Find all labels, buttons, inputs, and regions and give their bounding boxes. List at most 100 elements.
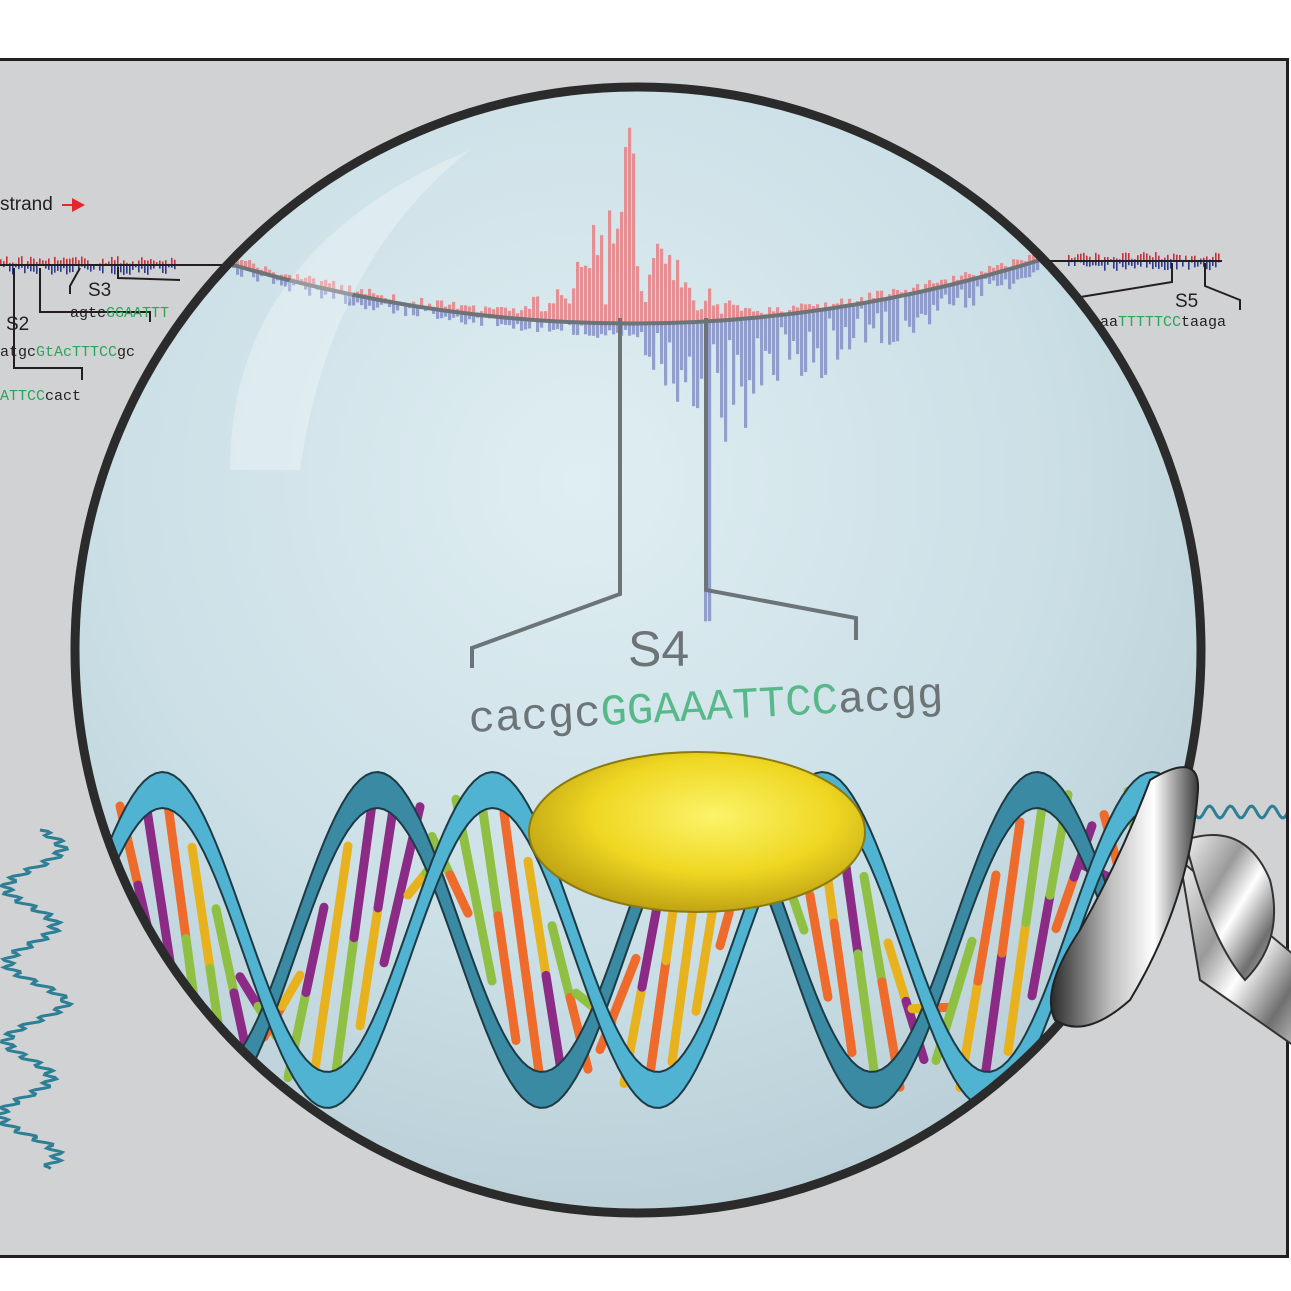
plus-strand-bar — [600, 235, 604, 324]
coiled-dna-left — [0, 828, 75, 1170]
minus-strand-bar — [696, 321, 700, 409]
minus-strand-bar — [1016, 267, 1020, 280]
plus-strand-bar — [1128, 253, 1130, 261]
plus-strand-bar — [6, 256, 8, 265]
plus-strand-bar — [380, 295, 384, 301]
plus-strand-bar — [1212, 256, 1214, 261]
minus-strand-bar — [57, 265, 59, 271]
base-pair — [667, 925, 695, 1067]
minus-strand-bar — [93, 265, 95, 270]
minus-strand-bar — [572, 322, 576, 335]
minus-strand-bar — [832, 307, 836, 331]
plus-strand-bar — [620, 211, 624, 324]
plus-strand-bar — [596, 255, 600, 324]
plus-strand-bar — [171, 257, 173, 265]
base-pair — [277, 970, 305, 1011]
minus-strand-bar — [372, 298, 376, 311]
minus-strand-bar — [392, 302, 396, 314]
plus-strand-bar — [496, 307, 500, 317]
minus-strand-bar — [904, 295, 908, 321]
plus-strand-bar — [704, 300, 708, 322]
minus-strand-bar — [896, 296, 900, 342]
minus-strand-bar — [1008, 269, 1012, 290]
plus-strand-bar — [644, 301, 648, 324]
plus-strand-bar — [960, 275, 964, 283]
minus-strand-bar — [1167, 261, 1169, 270]
plus-strand-bar — [672, 280, 676, 323]
minus-strand-bar — [980, 277, 984, 296]
minus-strand-bar — [1146, 261, 1148, 268]
minus-strand-bar — [30, 265, 32, 272]
minus-strand-bar — [616, 323, 620, 333]
plus-strand-bar — [640, 291, 644, 324]
plus-strand-bar — [996, 265, 1000, 273]
minus-strand-bar — [868, 301, 872, 325]
minus-strand-bar — [776, 315, 780, 381]
plus-strand-bar — [572, 288, 576, 323]
minus-strand-bar — [33, 265, 35, 272]
plus-strand-bar — [328, 283, 332, 290]
minus-strand-bar — [1194, 261, 1196, 268]
minus-strand-bar — [1164, 261, 1166, 271]
plus-strand-bar — [39, 258, 41, 265]
base-pair — [643, 956, 671, 1093]
minus-strand-bar — [692, 322, 696, 407]
base-pair — [613, 953, 641, 1009]
plus-strand-bar — [153, 260, 155, 265]
plus-strand-bar — [944, 279, 948, 287]
minus-strand-bar — [600, 323, 604, 335]
plus-strand-bar — [296, 274, 300, 283]
plus-strand-bar — [460, 305, 464, 313]
minus-strand-bar — [480, 315, 484, 326]
minus-strand-bar — [888, 298, 892, 345]
minus-strand-bar — [1197, 261, 1199, 267]
plus-strand-bar — [45, 260, 47, 265]
minus-strand-bar — [784, 314, 788, 335]
plus-strand-bar — [824, 302, 828, 310]
plus-strand-bar — [504, 307, 508, 318]
minus-strand-bar — [636, 323, 640, 338]
magnified-track-axis — [229, 258, 1041, 326]
minus-strand-bar — [60, 265, 62, 272]
plus-strand-bar — [376, 295, 380, 300]
plus-strand-bar — [776, 307, 780, 316]
minus-strand-bar — [84, 265, 86, 269]
minus-strand-bar — [536, 320, 540, 333]
plus-strand-bar — [1074, 257, 1076, 261]
site-s4-label: S4 — [628, 621, 689, 677]
minus-strand-bar — [1068, 261, 1070, 267]
minus-strand-bar — [512, 318, 516, 329]
plus-strand-bar — [244, 261, 248, 269]
minus-strand-bar — [736, 319, 740, 355]
minus-strand-bar — [708, 321, 712, 622]
minus-strand-bar — [51, 265, 53, 275]
plus-strand-bar — [392, 294, 396, 303]
minus-strand-bar — [964, 281, 968, 308]
plus-strand-bar — [1020, 260, 1024, 267]
plus-strand-bar — [159, 260, 161, 265]
plus-strand-bar — [1218, 253, 1220, 261]
minus-strand-bar — [848, 305, 852, 350]
plus-strand-bar — [440, 300, 444, 311]
plus-strand-bar — [304, 277, 308, 285]
minus-strand-bar — [36, 265, 38, 274]
base-pair — [163, 800, 191, 943]
plus-strand-bar — [532, 296, 536, 321]
outer-genome-view: strand S3 agtcGGAATTT S2 atgcGtAcTTTCCgc… — [0, 194, 1286, 1170]
plus-strand-bar — [760, 312, 764, 318]
plus-strand-bar — [1194, 255, 1196, 261]
minus-strand-bar — [912, 293, 916, 333]
plus-strand-bar — [840, 298, 844, 307]
base-pair — [499, 808, 527, 951]
plus-strand-bar — [480, 311, 484, 316]
minus-strand-bar — [728, 319, 732, 341]
base-pair — [517, 941, 545, 1084]
plus-strand-bar — [1167, 254, 1169, 261]
plus-strand-bar — [1016, 259, 1020, 268]
base-pair — [691, 896, 719, 1016]
plus-strand-bar — [492, 309, 496, 317]
minus-strand-bar — [27, 265, 29, 269]
minus-strand-bar — [820, 309, 824, 379]
minus-strand-bar — [948, 285, 952, 305]
